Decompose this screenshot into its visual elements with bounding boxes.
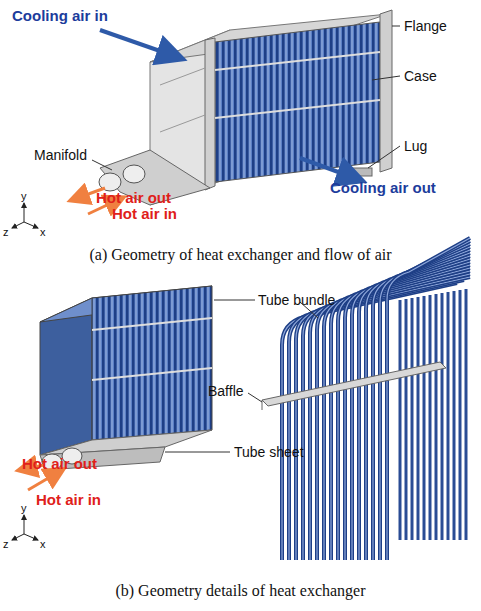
flow-label: Cooling air in <box>12 8 108 25</box>
caption: (b) Geometry details of heat exchanger <box>0 582 481 600</box>
part-name: Tube sheet <box>234 445 304 460</box>
flow-label: Hot air in <box>36 492 101 509</box>
flow-label: Cooling air out <box>330 180 436 197</box>
baffle-plate <box>248 302 446 410</box>
flow-label: Hot air out <box>96 190 171 207</box>
part-name: Case <box>404 69 437 84</box>
axis-label: x <box>40 538 46 550</box>
flow-label: Hot air out <box>22 456 97 473</box>
axis-label: z <box>3 538 9 550</box>
flow-label: Hot air in <box>112 206 177 223</box>
part-name: Manifold <box>34 148 87 163</box>
tube-bundle-detail <box>282 238 470 560</box>
part-name: Tube bundle <box>258 293 335 308</box>
axis-label: y <box>21 502 27 514</box>
axis-label: z <box>3 226 9 238</box>
caption: (a) Geometry of heat exchanger and flow … <box>0 246 481 264</box>
heat-exchanger-b <box>12 286 255 540</box>
axis-label: x <box>40 226 46 238</box>
part-name: Lug <box>404 139 427 154</box>
part-name: Baffle <box>208 384 244 399</box>
axis-label: y <box>21 190 27 202</box>
part-name: Flange <box>404 19 447 34</box>
